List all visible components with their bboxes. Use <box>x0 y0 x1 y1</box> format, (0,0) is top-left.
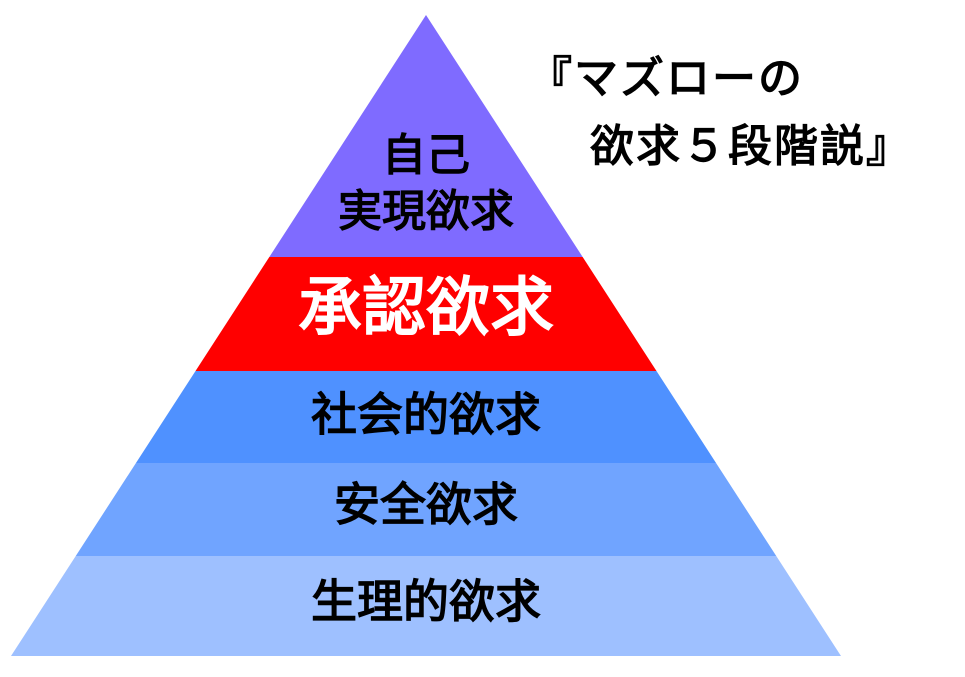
pyramid-level-esteem <box>195 257 657 371</box>
title-line-2: 欲求５段階説』 <box>590 121 912 172</box>
title-line-1: 『マズローの <box>528 53 804 104</box>
level-label-esteem: 承認欲求 <box>298 272 554 346</box>
pyramid-level-physiological <box>11 556 841 656</box>
pyramid-level-social <box>135 371 717 463</box>
pyramid-level-self-actualization <box>269 15 583 257</box>
level-label-social: 社会的欲求 <box>311 388 541 442</box>
pyramid-level-safety <box>75 463 777 556</box>
level-label-self-actualization-1: 自己 <box>382 130 470 181</box>
level-label-self-actualization-2: 実現欲求 <box>338 186 514 237</box>
level-label-physiological: 生理的欲求 <box>311 575 541 629</box>
level-label-safety: 安全欲求 <box>334 478 518 532</box>
